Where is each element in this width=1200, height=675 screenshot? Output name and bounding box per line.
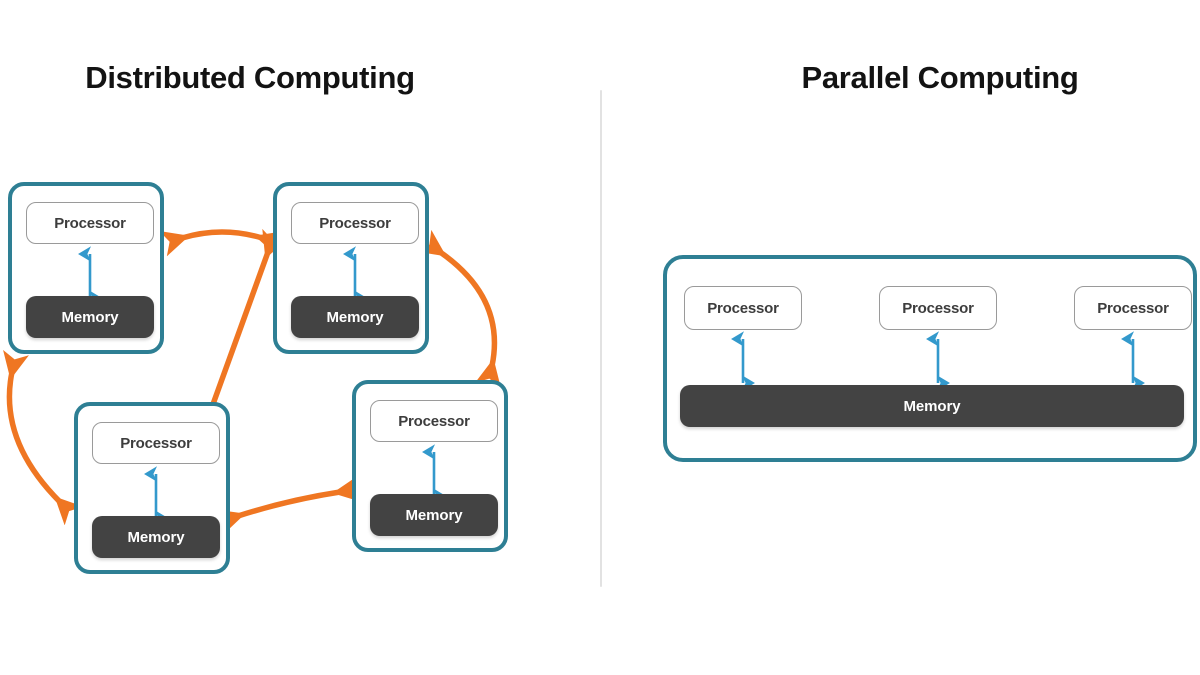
link-node1-node2 [159,229,285,257]
node-4-processor-box[interactable]: Processor [370,400,498,442]
node-4-memory-box[interactable]: Memory [370,494,498,536]
parallel-processor-2[interactable]: Processor [879,286,997,330]
distributed-computing-title: Distributed Computing [85,60,415,95]
node-2-processor-box[interactable]: Processor [291,202,419,244]
parallel-bus-arrow-3 [1121,331,1145,391]
panel-divider [600,90,602,587]
parallel-system-container[interactable]: Processor Processor Processor Memory [663,255,1197,462]
parallel-processor-1[interactable]: Processor [684,286,802,330]
parallel-bus-arrow-2 [926,331,950,391]
distributed-node-3[interactable]: Processor Memory [74,402,230,574]
distributed-node-1[interactable]: Processor Memory [8,182,164,354]
node-1-contents: Processor Memory [12,186,160,350]
node-1-processor-box[interactable]: Processor [26,202,154,244]
node-3-processor-box[interactable]: Processor [92,422,220,464]
node-2-contents: Processor Memory [277,186,425,350]
node-4-contents: Processor Memory [356,384,504,548]
parallel-processor-3[interactable]: Processor [1074,286,1192,330]
link-node2-node4 [416,229,501,389]
node-3-bus-arrow [144,466,168,526]
node-3-contents: Processor Memory [78,406,226,570]
parallel-system-contents: Processor Processor Processor Memory [667,259,1193,458]
node-2-bus-arrow [343,246,367,306]
link-node1-node3 [3,349,84,526]
node-1-memory-box[interactable]: Memory [26,296,154,338]
parallel-bus-arrow-1 [731,331,755,391]
node-4-bus-arrow [422,444,446,504]
distributed-node-2[interactable]: Processor Memory [273,182,429,354]
parallel-shared-memory-bar[interactable]: Memory [680,385,1184,427]
parallel-computing-title: Parallel Computing [801,60,1079,95]
link-node3-node4 [215,475,362,535]
node-1-bus-arrow [78,246,102,306]
node-3-memory-box[interactable]: Memory [92,516,220,558]
node-2-memory-box[interactable]: Memory [291,296,419,338]
distributed-node-4[interactable]: Processor Memory [352,380,508,552]
